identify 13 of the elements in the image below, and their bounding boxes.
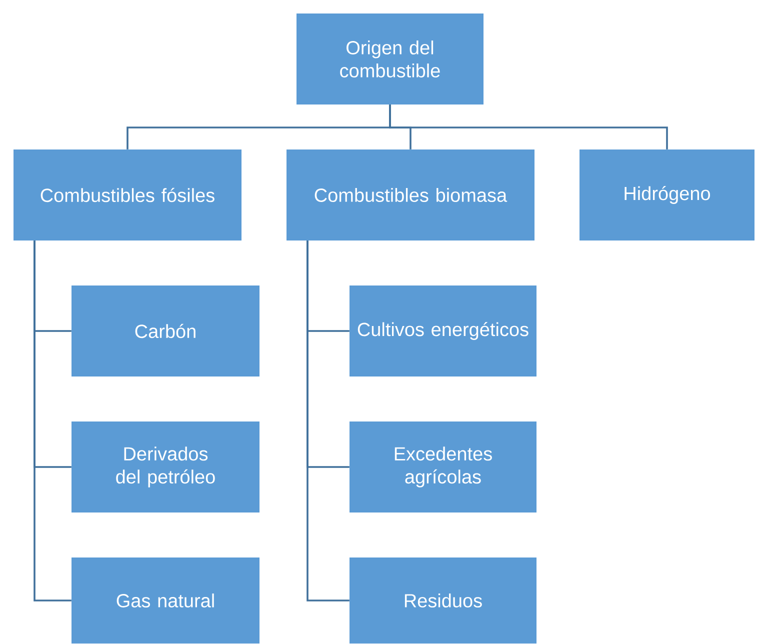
connector	[126, 104, 668, 150]
box: Gas natural	[70, 556, 260, 644]
box: Combustibles biomasa	[286, 148, 536, 242]
box: Residuos	[348, 556, 538, 644]
connector	[306, 240, 350, 602]
box: Origen del combustible	[296, 12, 484, 106]
box: Derivados del petróleo	[70, 420, 260, 514]
box: Combustibles fósiles	[12, 148, 242, 242]
box: Hidrógeno	[578, 148, 756, 242]
box: Excedentes agrícolas	[348, 420, 538, 514]
connector	[34, 240, 72, 602]
box: Cultivos energéticos	[348, 284, 538, 378]
box: Carbón	[70, 284, 260, 378]
